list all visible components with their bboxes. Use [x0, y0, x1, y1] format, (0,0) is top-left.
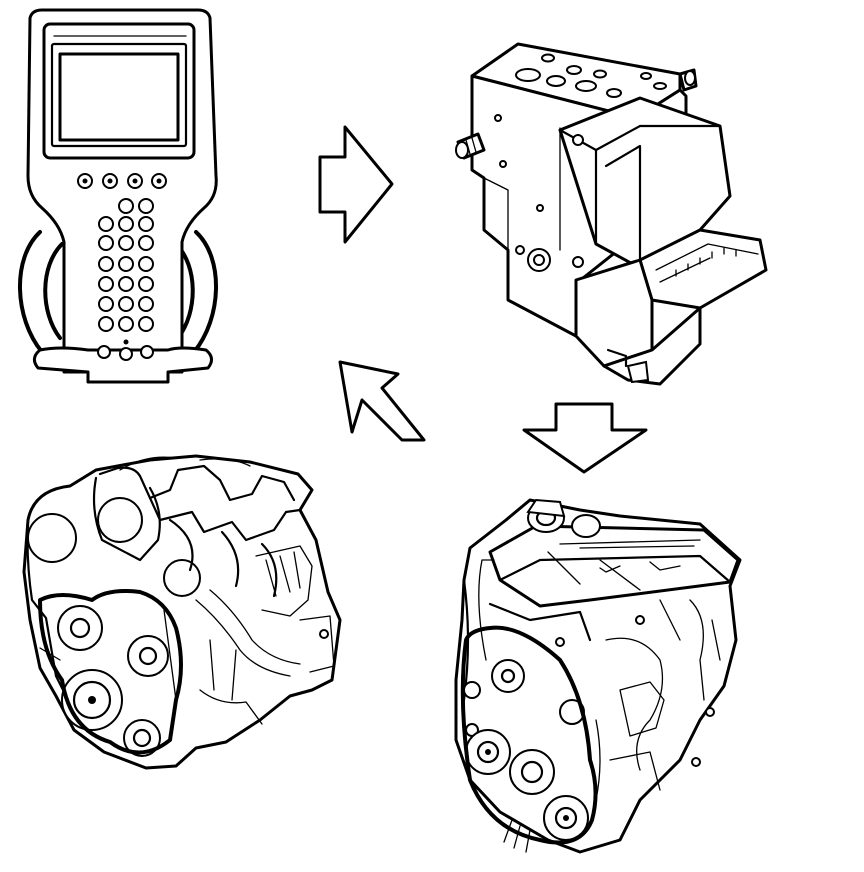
abs-hydraulic-module-icon — [455, 42, 768, 386]
down-arrow-icon — [522, 402, 648, 474]
right-arrow-icon — [318, 125, 394, 244]
diagonal-arrow-icon — [338, 360, 426, 442]
v6-engine-icon — [22, 454, 342, 770]
handheld-scan-tool-icon — [18, 8, 218, 384]
inline-4-engine-icon — [454, 498, 742, 854]
